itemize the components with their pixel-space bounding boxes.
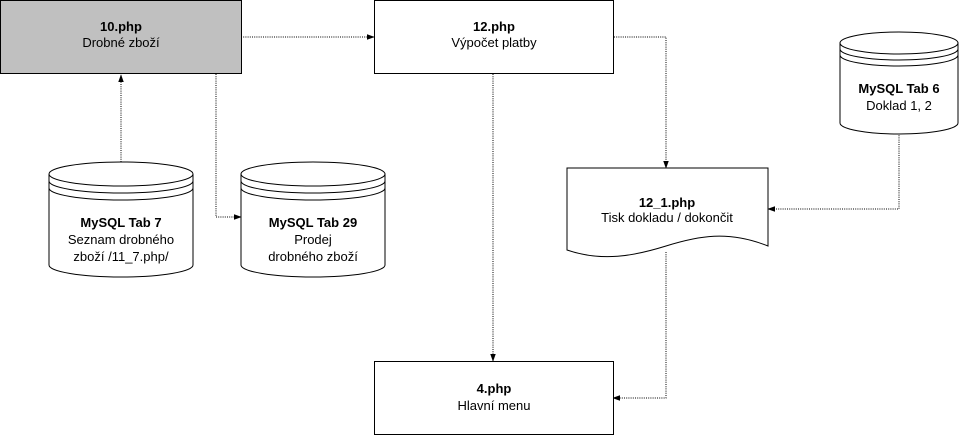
- edge-10-to-tab29: [215, 74, 242, 220]
- node-12-php-label: Výpočet platby: [451, 35, 537, 50]
- db-tab-7-title: MySQL Tab 7: [80, 215, 161, 230]
- node-12-1-php: 12_1.php Tisk dokladu / dokončit: [566, 167, 769, 258]
- node-4-php-title: 4.php: [477, 381, 512, 396]
- db-tab-29-cylinder: [240, 161, 386, 278]
- db-tab-29-label-1: Prodej: [294, 232, 332, 247]
- edge-12-to-12-1: [614, 36, 669, 169]
- db-tab-29-label-2: drobného zboží: [268, 249, 358, 264]
- node-12-php-title: 12.php: [473, 19, 515, 34]
- db-tab-6-rim: [839, 42, 959, 67]
- node-12-1-php-document: [566, 167, 769, 258]
- db-tab-7-label-2: zboží /11_7.php/: [73, 249, 169, 264]
- db-tab-7: MySQL Tab 7 Seznam drobného zboží /11_7.…: [48, 161, 194, 278]
- db-tab-6: MySQL Tab 6 Doklad 1, 2: [839, 31, 959, 135]
- node-12-php-box: [374, 0, 614, 74]
- node-10-php-title: 10.php: [100, 19, 142, 34]
- edge-12-1-to-4: [612, 252, 667, 401]
- node-4-php-label: Hlavní menu: [458, 398, 531, 413]
- node-10-php-label: Drobné zboží: [82, 35, 160, 50]
- db-tab-7-cylinder: [48, 161, 194, 278]
- db-tab-29-rim: [240, 173, 386, 201]
- node-10-php-box: [0, 0, 242, 74]
- db-tab-7-label-1: Seznam drobného: [68, 232, 174, 247]
- db-tab-6-cylinder: [839, 31, 959, 135]
- node-4-php: 4.php Hlavní menu: [374, 361, 614, 435]
- db-tab-29: MySQL Tab 29 Prodej drobného zboží: [240, 161, 386, 278]
- db-tab-7-rim: [48, 173, 194, 201]
- node-12-1-php-title: 12_1.php: [639, 195, 695, 210]
- node-12-1-php-label: Tisk dokladu / dokončit: [601, 210, 733, 225]
- db-tab-29-title: MySQL Tab 29: [269, 215, 357, 230]
- db-tab-6-label: Doklad 1, 2: [866, 98, 932, 113]
- node-12-php: 12.php Výpočet platby: [374, 0, 614, 74]
- node-10-php: 10.php Drobné zboží: [0, 0, 242, 74]
- edge-tab6-to-12-1: [767, 133, 900, 212]
- node-4-php-box: [374, 361, 614, 435]
- connectors: [118, 34, 900, 401]
- db-tab-6-title: MySQL Tab 6: [858, 81, 939, 96]
